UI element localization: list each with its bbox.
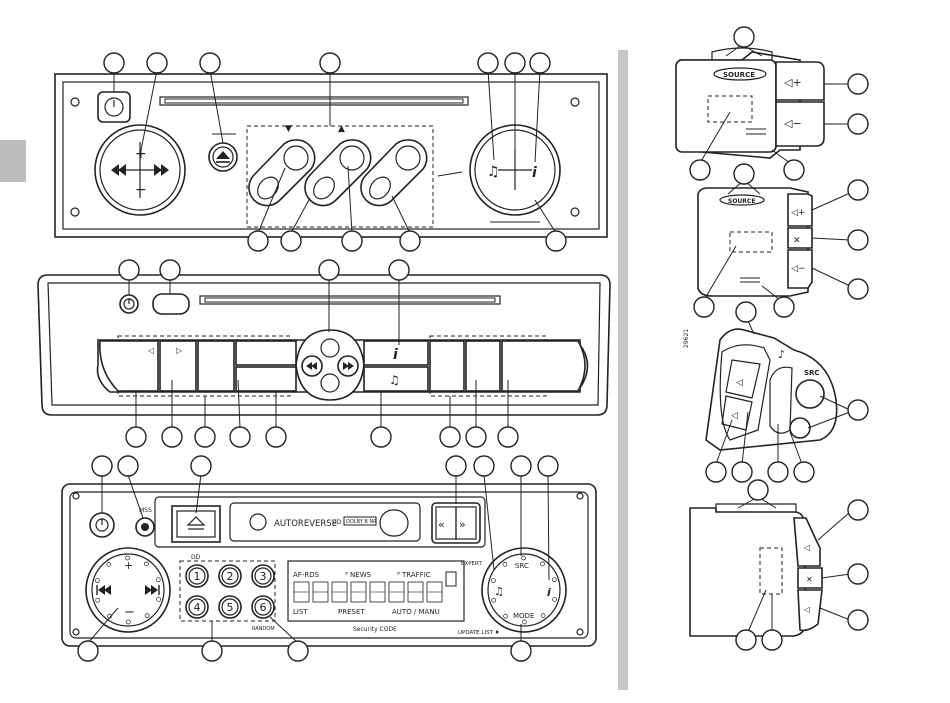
- music-note-icon: ♪: [778, 348, 785, 361]
- source-label-2: SOURCE: [728, 198, 755, 205]
- svg-text:−: −: [135, 182, 147, 198]
- fast-forward-rewind-button[interactable]: « »: [432, 503, 480, 543]
- info-icon: i: [547, 586, 551, 599]
- section-divider: [618, 50, 628, 690]
- nav-joystick[interactable]: [296, 330, 364, 400]
- dolby-label: DD: [332, 519, 342, 526]
- preset-button-c[interactable]: [236, 367, 296, 391]
- info-button[interactable]: i: [364, 341, 428, 365]
- radio-unit-3: MSS AUTOREVERSE DD DOLBY B NR « » +: [62, 484, 596, 646]
- info-icon: i: [532, 165, 537, 181]
- security-code-label: Security CODE: [353, 626, 397, 633]
- autoreverse-label: AUTOREVERSE: [274, 519, 337, 529]
- mode-label: MODE: [513, 612, 534, 620]
- volume-knob-3[interactable]: + −: [86, 548, 170, 632]
- preset-button-label: 2: [227, 570, 234, 583]
- preset-button-label: 1: [194, 570, 201, 583]
- preset-button-4[interactable]: 4: [186, 596, 208, 618]
- music-button[interactable]: ♫: [364, 367, 428, 391]
- mute-icon: ✕: [806, 575, 813, 584]
- preset-button-a[interactable]: [198, 341, 234, 391]
- dd-label: DD: [191, 554, 201, 561]
- random-label: RANDOM: [252, 626, 275, 632]
- preset-button-label: 4: [194, 601, 201, 614]
- music-note-icon: ♫: [494, 585, 504, 598]
- update-list-label: UPDATE LIST ♦: [458, 630, 500, 636]
- svg-text:◁: ◁: [147, 346, 154, 355]
- mode-knob-3[interactable]: SRC MODE ♫ i: [482, 548, 566, 632]
- preset-button-5[interactable]: 5: [219, 596, 241, 618]
- preset-button-2[interactable]: 2: [219, 565, 241, 587]
- preset-button-label: 3: [260, 570, 267, 583]
- music-note-icon: ♫: [487, 164, 500, 180]
- mss-button[interactable]: MSS: [136, 507, 154, 536]
- remote-3-bottom-button[interactable]: [790, 418, 810, 438]
- display-list-label: LIST: [293, 608, 308, 616]
- remote-3-src-button[interactable]: [796, 380, 824, 408]
- svg-text:+: +: [124, 559, 133, 572]
- steering-remote-3: 29621 ◁ ◁ SRC ♪: [683, 329, 837, 450]
- src-label-remote: SRC: [804, 369, 820, 377]
- display-tag-afrds: AF-RDS: [293, 571, 320, 579]
- volume-up-icon: ◁: [803, 543, 810, 552]
- power-button[interactable]: [98, 92, 130, 122]
- next-button[interactable]: ▷: [160, 341, 196, 391]
- mute-icon: ✕: [793, 236, 801, 246]
- volume-up-icon: ◁+: [784, 76, 802, 89]
- preset-button-f[interactable]: [502, 341, 585, 391]
- svg-text:«: «: [438, 518, 445, 531]
- eject-button[interactable]: [209, 143, 237, 171]
- preset-button-6[interactable]: 6: [252, 596, 274, 618]
- remote-4-volume-up[interactable]: [794, 518, 820, 566]
- arrow-up-label: ▲: [338, 124, 345, 134]
- volume-knob[interactable]: + −: [95, 125, 185, 215]
- volume-up-icon: ◁+: [791, 208, 805, 218]
- display-tag-traffic: ⁸ TRAFFIC: [397, 571, 431, 579]
- power-button-3[interactable]: [90, 513, 114, 537]
- volume-down-icon: ◁: [731, 411, 738, 421]
- radio-unit-2: ◁ ▷ i ♫: [38, 275, 610, 415]
- radio-unit-1: + − ▼ ▲: [55, 74, 607, 237]
- svg-text:−: −: [124, 605, 135, 620]
- steering-remote-2: SOURCE ◁+ ✕ ◁−: [698, 188, 812, 296]
- figure-code: 29621: [683, 329, 690, 348]
- preset-button-b[interactable]: [236, 341, 296, 365]
- display-preset-label: PRESET: [338, 608, 365, 616]
- svg-text:▷: ▷: [176, 346, 183, 355]
- preset-button-1[interactable]: 1: [186, 565, 208, 587]
- steering-remote-4: ◁ ✕ ◁: [690, 504, 822, 636]
- arrow-down-label: ▼: [285, 124, 292, 134]
- preset-button-label: 6: [260, 601, 267, 614]
- expert-label: EXPERT: [461, 561, 482, 567]
- music-note-icon: ♫: [389, 373, 400, 387]
- display-auto-manu-label: AUTO / MANU: [392, 608, 440, 616]
- volume-down-icon: ◁−: [784, 117, 802, 130]
- display-tag-news: ⁸ NEWS: [345, 571, 372, 579]
- preset-button-e[interactable]: [466, 341, 500, 391]
- volume-up-icon: ◁: [736, 378, 743, 388]
- preset-button-label: 5: [227, 601, 234, 614]
- volume-down-icon: ◁−: [791, 264, 805, 274]
- source-label: SOURCE: [723, 71, 755, 79]
- power-button-2[interactable]: [120, 295, 138, 313]
- dolby-box-label: DOLBY B NR: [346, 519, 377, 525]
- svg-text:»: »: [459, 518, 466, 531]
- preset-button-d[interactable]: [430, 341, 464, 391]
- steering-remote-1: SOURCE ◁+ ◁−: [676, 48, 824, 158]
- info-icon: i: [393, 347, 398, 363]
- preset-button-3[interactable]: 3: [252, 565, 274, 587]
- oval-button[interactable]: [153, 294, 189, 314]
- volume-down-icon: ◁: [803, 605, 810, 614]
- src-label: SRC: [515, 562, 529, 570]
